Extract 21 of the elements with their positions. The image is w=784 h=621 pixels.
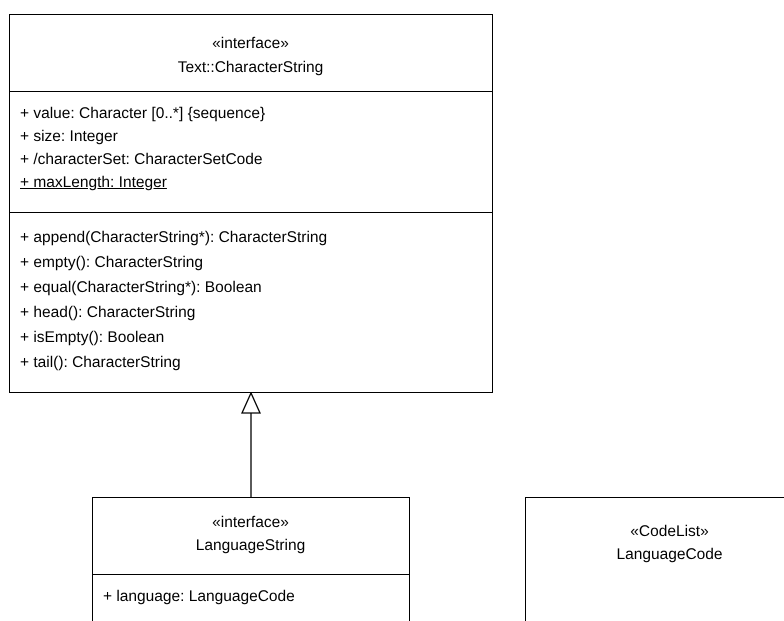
class-box [525,497,784,621]
class-box [9,14,493,393]
stereotype-label: «interface» [211,35,290,53]
operation-text: + isEmpty(): Boolean [20,329,164,347]
attribute-text: + value: Character [0..*] {sequence} [20,105,266,123]
attribute-text: + language: LanguageCode [103,588,295,606]
attribute-text: + maxLength: Integer [20,174,167,192]
class-name: Text::CharacterString [176,59,324,77]
class-box [92,497,410,621]
operation-text: + append(CharacterString*): CharacterString [20,229,328,247]
operation-text: + empty(): CharacterString [20,254,204,272]
operation-text: + head(): CharacterString [20,304,196,322]
attribute-text: + size: Integer [20,128,118,146]
stereotype-label: «interface» [211,514,290,532]
generalization-arrow [241,392,261,497]
operation-text: + tail(): CharacterString [20,354,181,372]
class-name: LanguageString [194,537,306,555]
attribute-text: + /characterSet: CharacterSetCode [20,151,263,169]
stereotype-label: «CodeList» [629,523,710,541]
class-name: LanguageCode [615,546,724,564]
operation-text: + equal(CharacterString*): Boolean [20,279,262,297]
